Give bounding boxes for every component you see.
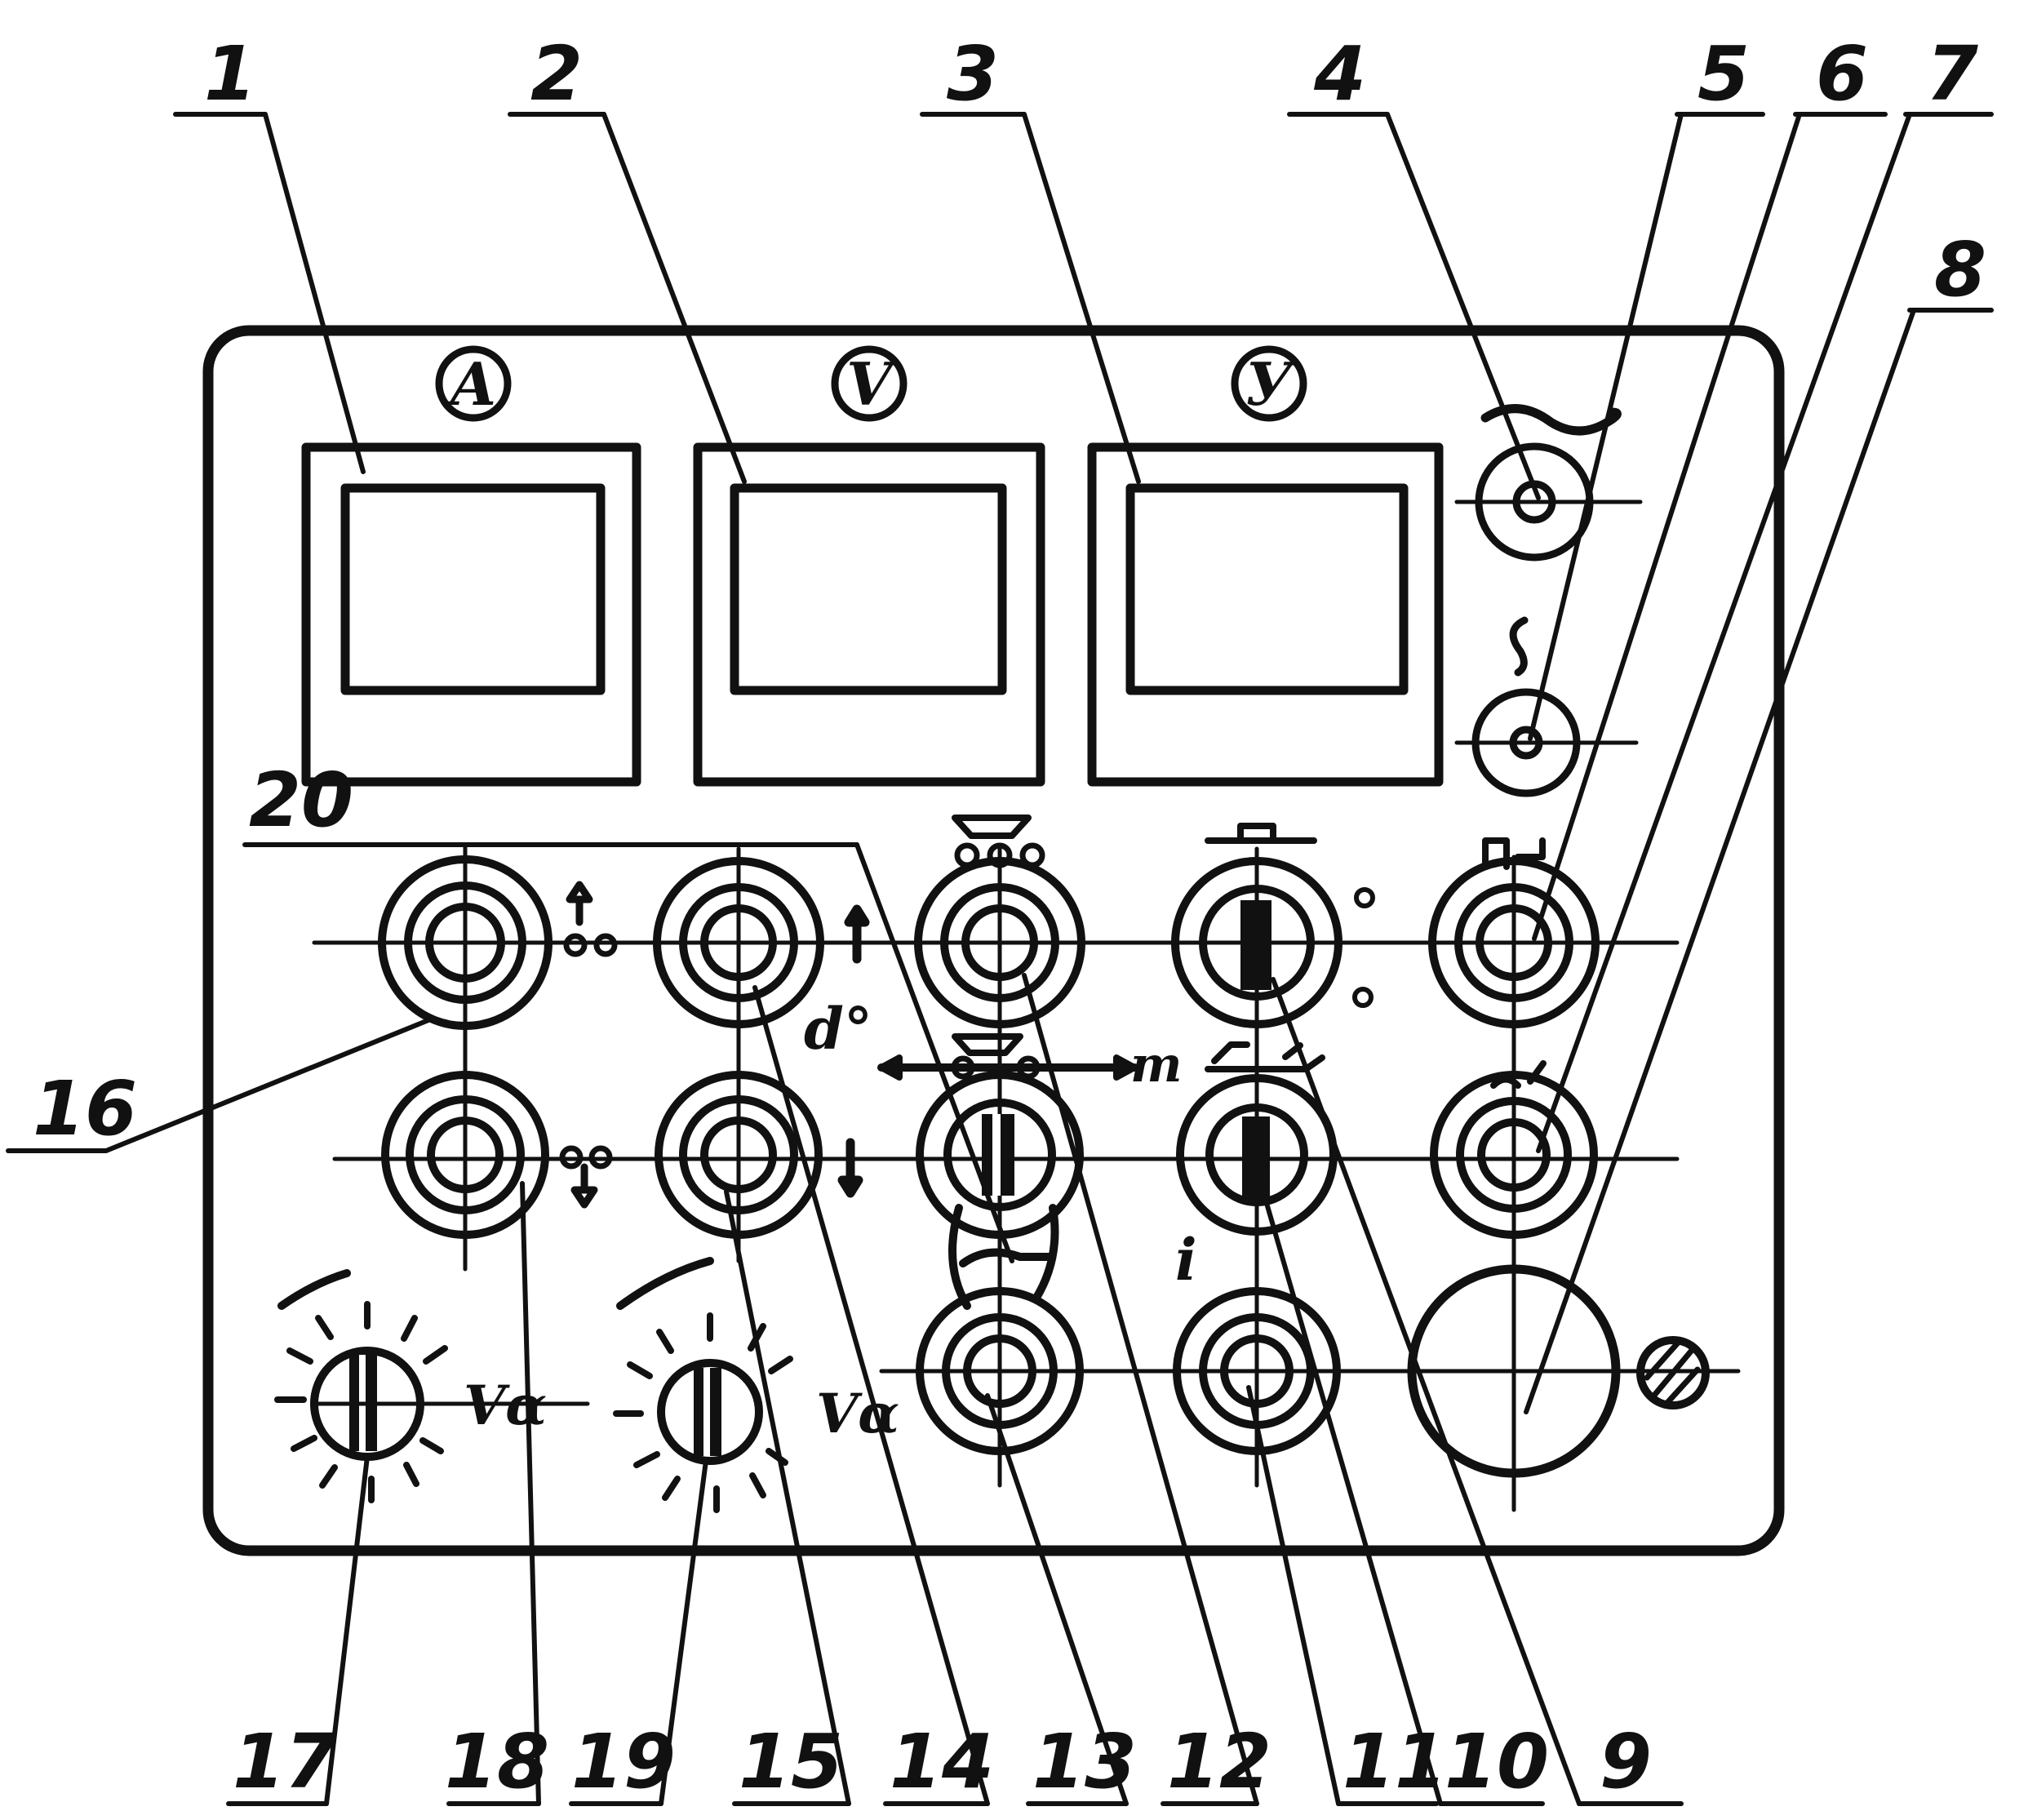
emergency-stop-button[interactable] — [1407, 1264, 1621, 1478]
button-feed[interactable] — [914, 815, 1085, 1028]
svg-text:У: У — [1245, 349, 1297, 419]
callout-8: 8 — [1934, 226, 1986, 313]
third-meter — [1087, 442, 1444, 787]
callout-18: 18 — [445, 1718, 549, 1805]
leader-lines-top — [173, 112, 1994, 1414]
callout-15: 15 — [739, 1718, 843, 1805]
arrow-down-icon — [837, 1138, 863, 1198]
callout-19: 19 — [571, 1718, 676, 1805]
button-lower-electrode[interactable] — [381, 1071, 549, 1239]
mark-m: m — [1130, 1037, 1183, 1094]
signal-lamp-top — [1454, 404, 1643, 562]
dial-right-label: Vα — [816, 1382, 899, 1445]
callout-16: 16 — [33, 1065, 137, 1152]
mark-i: i — [1175, 1226, 1197, 1294]
up-arrow-icon — [563, 881, 618, 957]
button-down[interactable] — [655, 1071, 823, 1239]
leader-lines-left — [6, 842, 1014, 1263]
dial-left[interactable] — [274, 1269, 590, 1503]
callout-7: 7 — [1926, 30, 1978, 118]
meter-symbol-y: У — [1231, 345, 1307, 422]
leader-lines-bottom — [226, 973, 1684, 1806]
panel-outline — [202, 325, 1785, 1556]
callout-6: 6 — [1816, 30, 1868, 118]
ammeter — [301, 442, 641, 787]
callout-1: 1 — [204, 30, 256, 118]
callout-2: 2 — [530, 30, 583, 118]
signal-lamp-bottom — [1454, 616, 1639, 797]
svg-text:A: A — [446, 349, 496, 419]
callout-4: 4 — [1313, 30, 1366, 118]
callout-17: 17 — [233, 1718, 337, 1805]
button-up[interactable] — [653, 857, 824, 1028]
callout-20: 20 — [249, 757, 353, 844]
callout-numbers-top: 1 2 3 4 5 6 7 8 — [204, 30, 1986, 313]
switch-mode-bottom[interactable] — [1176, 1041, 1338, 1236]
callout-14: 14 — [890, 1718, 994, 1805]
switch-mode-top[interactable] — [1171, 823, 1342, 1028]
callout-9: 9 — [1600, 1718, 1652, 1805]
arrow-up-icon — [844, 904, 870, 964]
mark-d: d° — [804, 995, 872, 1063]
callout-3: 3 — [947, 30, 999, 118]
ground-symbol-icon — [1636, 1336, 1710, 1409]
callout-11: 11 — [1342, 1718, 1447, 1805]
callout-numbers-bottom: 17 18 19 15 14 13 12 11 10 9 — [233, 1718, 1652, 1805]
indicator-dot — [1352, 987, 1374, 1008]
callout-5: 5 — [1698, 30, 1750, 118]
dial-left-label: Vα — [464, 1374, 547, 1437]
indicator-dot — [1354, 887, 1375, 908]
callout-10: 10 — [1445, 1718, 1549, 1805]
dial-right[interactable] — [613, 1257, 793, 1513]
meter-symbol-a: A — [435, 345, 512, 422]
meter-symbol-v: V — [831, 345, 908, 422]
callout-numbers-left: 20 16 — [33, 757, 353, 1152]
down-arrow-icon — [559, 1145, 613, 1209]
button-right-top[interactable] — [1428, 837, 1600, 1028]
svg-text:V: V — [846, 349, 897, 419]
callout-12: 12 — [1167, 1718, 1271, 1805]
callout-13: 13 — [1032, 1718, 1137, 1805]
button-right-bottom[interactable] — [1430, 1060, 1598, 1239]
voltmeter — [693, 442, 1045, 787]
button-raise-electrode[interactable] — [378, 855, 553, 1030]
switch-travel[interactable] — [877, 1033, 1138, 1310]
